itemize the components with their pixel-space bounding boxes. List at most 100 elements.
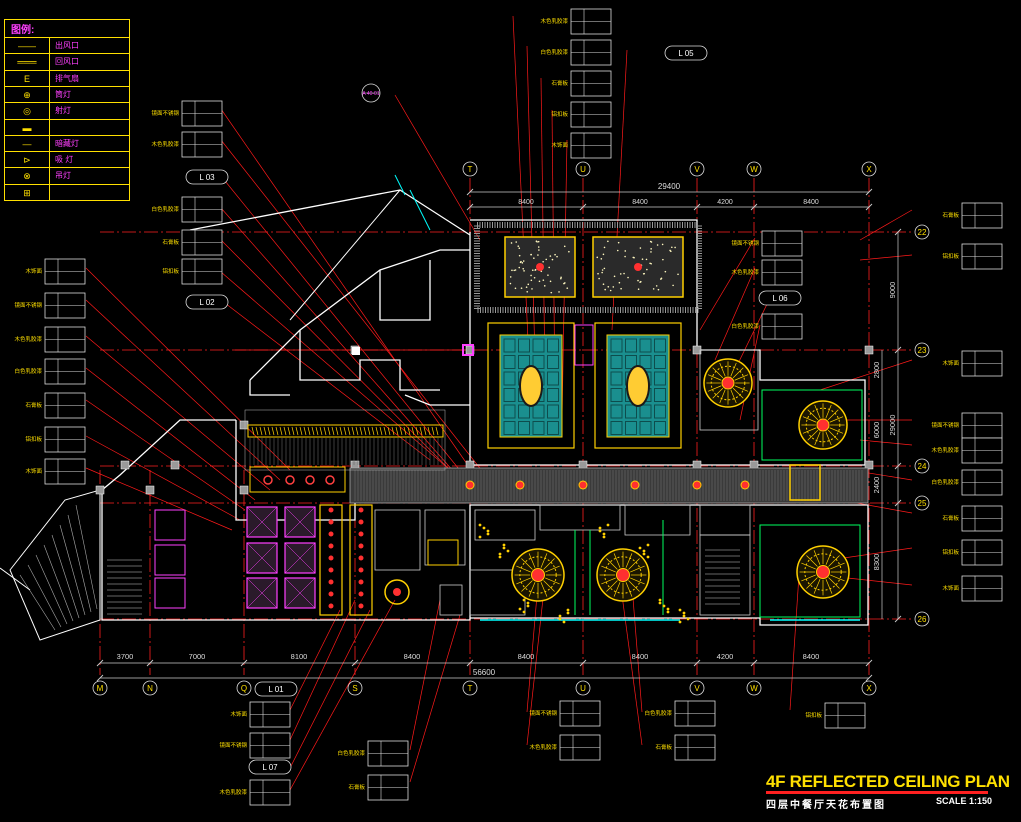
hatch-line: [436, 427, 438, 435]
hatch-line: [312, 427, 314, 435]
leader-line: [410, 615, 460, 782]
hatch-line: [384, 427, 386, 435]
star-light: [662, 259, 664, 261]
star-light: [533, 257, 535, 259]
grid-bubble-label: 25: [918, 499, 927, 508]
hatch-line: [412, 427, 414, 435]
downlight: [687, 618, 690, 621]
star-light: [566, 287, 568, 289]
wall-outline: [290, 190, 400, 320]
callout-note: 木饰面: [942, 359, 959, 367]
hatch-line: [344, 427, 346, 435]
star-light: [522, 262, 524, 264]
legend-row: ▬: [5, 119, 129, 136]
star-light: [564, 282, 566, 284]
pendant-light: [617, 569, 630, 582]
downlight: [479, 536, 482, 539]
star-light: [547, 274, 549, 276]
legend-symbol-icon: ═══: [5, 54, 49, 70]
leader-line: [221, 272, 450, 470]
star-light: [643, 273, 645, 275]
hatch-line: [264, 427, 266, 435]
star-light: [623, 273, 625, 275]
downlight: [639, 547, 642, 550]
star-light: [545, 259, 547, 261]
room-outline: [700, 505, 750, 535]
dimension-label: 8400: [803, 199, 819, 206]
callout-note: 石膏板: [162, 238, 179, 246]
downlight: [507, 550, 510, 553]
callout-note: 石膏板: [551, 79, 568, 87]
dimension-label: 3700: [117, 652, 134, 661]
wall-outline: [405, 395, 470, 405]
dimension-label: 8100: [291, 652, 308, 661]
legend-row: ⊗吊灯: [5, 167, 129, 184]
hatch-line: [280, 427, 282, 435]
star-light: [564, 246, 566, 248]
callout-note: 白色乳胶漆: [731, 322, 759, 330]
column-marker: [352, 347, 360, 355]
star-light: [530, 254, 532, 256]
section-tag-label: L 03: [199, 173, 215, 182]
callout-note: 白色乳胶漆: [337, 749, 365, 757]
dimension-label: 7000: [189, 652, 206, 661]
star-light: [650, 241, 652, 243]
legend-symbol-cell: ▬: [5, 120, 50, 136]
star-light: [598, 278, 600, 280]
star-light: [670, 250, 672, 252]
downlight: [523, 611, 526, 614]
legend-symbol-icon: ▬: [5, 120, 49, 136]
star-light: [627, 277, 629, 279]
star-light: [650, 251, 652, 253]
hatch-line: [404, 427, 406, 435]
grid-bubble-label: W: [750, 165, 758, 174]
dimension-label: 6000: [872, 422, 881, 439]
structural-column: [171, 461, 179, 469]
structural-column: [240, 421, 248, 429]
downlight: [643, 553, 646, 556]
callout-note: 木饰面: [230, 710, 247, 718]
star-light: [603, 283, 605, 285]
star-light: [548, 267, 550, 269]
dimension-label: 4200: [717, 199, 733, 206]
grid-bubble-label: T: [468, 684, 473, 693]
downlight: [679, 621, 682, 624]
downlight: [579, 481, 587, 489]
star-light: [556, 256, 558, 258]
leader-line: [410, 600, 440, 750]
star-light: [603, 254, 605, 256]
star-light: [554, 254, 556, 256]
dimension-label: 56600: [473, 668, 496, 677]
downlight: [359, 592, 364, 597]
dimension-label: 8400: [803, 652, 820, 661]
grid-bubble-label: 26: [918, 615, 927, 624]
legend-symbol-cell: ——: [5, 38, 50, 54]
star-light: [544, 285, 546, 287]
star-light: [601, 258, 603, 260]
section-tag-label: L 06: [772, 294, 788, 303]
leader-line: [715, 268, 755, 360]
hatch-line: [296, 427, 298, 435]
leader-line: [860, 440, 912, 445]
star-light: [526, 286, 528, 288]
hatch-line: [372, 427, 374, 435]
hatch-line: [328, 427, 330, 435]
callout-note: 镜面不锈钢: [931, 421, 959, 429]
hatch-line: [348, 427, 350, 435]
wall-outline: [0, 568, 30, 590]
legend-symbol-cell: E: [5, 71, 50, 87]
downlight: [329, 592, 334, 597]
star-light: [604, 268, 606, 270]
downlight: [519, 608, 522, 611]
callout-note: 石膏板: [25, 401, 42, 409]
downlight: [487, 530, 490, 533]
grid-bubble-label: V: [694, 684, 700, 693]
star-light: [674, 247, 676, 249]
star-light: [515, 269, 517, 271]
callout-note: 木色乳胶漆: [219, 788, 247, 796]
star-light: [617, 250, 619, 252]
downlight: [663, 605, 666, 608]
star-light: [604, 247, 606, 249]
star-light: [642, 258, 644, 260]
leader-line: [221, 240, 460, 480]
